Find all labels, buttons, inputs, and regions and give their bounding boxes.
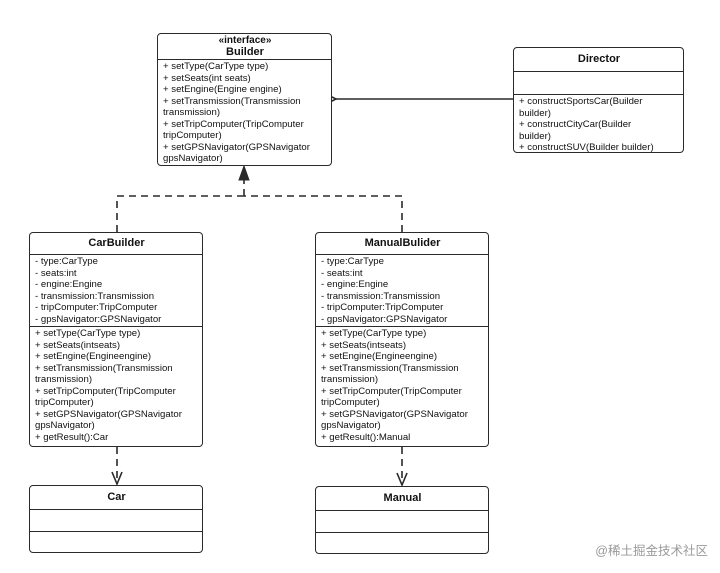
builder-stereotype: «interface» bbox=[218, 35, 272, 46]
car-attributes bbox=[30, 509, 202, 531]
manualbuilder-realization-line bbox=[244, 195, 403, 232]
method-line: + setType(CarType type) bbox=[321, 328, 427, 339]
method-line: + setEngine(Engineengine) bbox=[321, 351, 438, 362]
car-header: Car bbox=[30, 486, 202, 509]
builder-class[interactable]: «interface» Builder + setType(CarType ty… bbox=[157, 33, 332, 166]
attribute-line: - type:CarType bbox=[321, 256, 384, 267]
manualbuilder-header: ManualBulider bbox=[316, 233, 488, 254]
attribute-line: - tripComputer:TripComputer bbox=[35, 302, 158, 313]
car-methods bbox=[30, 531, 202, 552]
carbuilder-methods: + setType(CarType type) + setSeats(intse… bbox=[30, 326, 202, 443]
method-line: + setGPSNavigator(GPSNavigator bbox=[163, 141, 310, 153]
manualbuilder-name: ManualBulider bbox=[364, 237, 441, 249]
method-line: + setTransmission(Transmission bbox=[321, 362, 459, 374]
manual-attributes bbox=[316, 510, 488, 532]
method-line: + setType(CarType type) bbox=[163, 61, 269, 72]
attribute-line: - transmission:Transmission bbox=[35, 290, 155, 302]
method-line: + setEngine(Engineengine) bbox=[35, 351, 152, 362]
method-line: builder) bbox=[519, 130, 551, 142]
method-line: gpsNavigator) bbox=[35, 420, 95, 431]
carbuilder-attributes: - type:CarType - seats:int - engine:Engi… bbox=[30, 254, 202, 326]
builder-header: «interface» Builder bbox=[158, 34, 331, 59]
car-class[interactable]: Car bbox=[29, 485, 203, 553]
method-line: + setGPSNavigator(GPSNavigator bbox=[321, 408, 468, 420]
method-line: + setTripComputer(TripComputer bbox=[163, 118, 304, 130]
method-line: + setSeats(intseats) bbox=[321, 339, 407, 351]
method-line: + setGPSNavigator(GPSNavigator bbox=[35, 408, 182, 420]
builder-methods: + setType(CarType type) + setSeats(int s… bbox=[158, 59, 331, 165]
method-line: tripComputer) bbox=[35, 397, 94, 408]
method-line: + constructSportsCar(Builder bbox=[519, 96, 643, 107]
car-name: Car bbox=[107, 491, 126, 503]
manual-name: Manual bbox=[383, 492, 422, 504]
method-line: + constructCityCar(Builder bbox=[519, 119, 632, 130]
method-line: transmission) bbox=[321, 374, 379, 385]
manualbuilder-class[interactable]: ManualBulider - type:CarType - seats:int… bbox=[315, 232, 489, 447]
method-line: + setTripComputer(TripComputer bbox=[321, 385, 462, 397]
carbuilder-realization-line bbox=[116, 195, 244, 232]
director-class[interactable]: Director + constructSportsCar(Builder bu… bbox=[513, 47, 684, 153]
manualbuilder-methods: + setType(CarType type) + setSeats(intse… bbox=[316, 326, 488, 443]
attribute-line: - gpsNavigator:GPSNavigator bbox=[35, 313, 162, 325]
method-line: + setSeats(int seats) bbox=[163, 72, 251, 84]
method-line: transmission) bbox=[163, 107, 221, 118]
director-attributes bbox=[514, 71, 683, 94]
attribute-line: - transmission:Transmission bbox=[321, 290, 441, 302]
method-line: + setType(CarType type) bbox=[35, 328, 141, 339]
director-header: Director bbox=[514, 48, 683, 71]
method-line: + setSeats(intseats) bbox=[35, 339, 121, 351]
method-line: tripComputer) bbox=[321, 397, 380, 408]
attribute-line: - tripComputer:TripComputer bbox=[321, 302, 444, 313]
method-line: gpsNavigator) bbox=[163, 153, 223, 164]
attribute-line: - type:CarType bbox=[35, 256, 98, 267]
method-line: + constructSUV(Builder builder) bbox=[519, 142, 654, 153]
carbuilder-header: CarBuilder bbox=[30, 233, 202, 254]
carbuilder-class[interactable]: CarBuilder - type:CarType - seats:int - … bbox=[29, 232, 203, 447]
manual-class[interactable]: Manual bbox=[315, 486, 489, 554]
attribute-line: - seats:int bbox=[35, 267, 77, 279]
method-line: + setTransmission(Transmission bbox=[163, 95, 301, 107]
attribute-line: - engine:Engine bbox=[321, 279, 389, 290]
carbuilder-name: CarBuilder bbox=[88, 237, 145, 249]
builder-name: Builder bbox=[226, 46, 264, 58]
manual-methods bbox=[316, 532, 488, 553]
attribute-line: - gpsNavigator:GPSNavigator bbox=[321, 313, 448, 325]
method-line: + setTripComputer(TripComputer bbox=[35, 385, 176, 397]
method-line: builder) bbox=[519, 107, 551, 119]
method-line: gpsNavigator) bbox=[321, 420, 381, 431]
manualbuilder-attributes: - type:CarType - seats:int - engine:Engi… bbox=[316, 254, 488, 326]
attribute-line: - engine:Engine bbox=[35, 279, 103, 290]
director-methods: + constructSportsCar(Builder builder) + … bbox=[514, 94, 683, 153]
method-line: tripComputer) bbox=[163, 130, 222, 141]
attribute-line: - seats:int bbox=[321, 267, 363, 279]
method-line: + setEngine(Engine engine) bbox=[163, 84, 282, 95]
director-name: Director bbox=[577, 53, 621, 65]
method-line: + getResult():Car bbox=[35, 431, 109, 443]
manual-header: Manual bbox=[316, 487, 488, 510]
method-line: + setTransmission(Transmission bbox=[35, 362, 173, 374]
realization-arrowhead bbox=[238, 164, 250, 181]
watermark-text: @稀土掘金技术社区 bbox=[595, 544, 708, 558]
method-line: transmission) bbox=[35, 374, 93, 385]
method-line: + getResult():Manual bbox=[321, 431, 411, 443]
